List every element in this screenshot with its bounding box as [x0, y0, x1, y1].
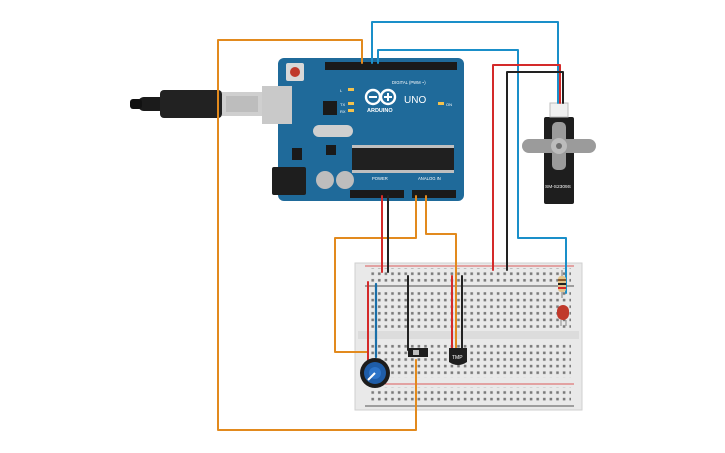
analog-label: ANALOG IN: [418, 176, 441, 181]
capacitor-icon: [336, 171, 354, 189]
servo-label: SM-S2309S: [545, 184, 571, 190]
tmp-sensor: TMP: [449, 348, 467, 365]
arduino-logo-icon: [364, 88, 397, 106]
slide-switch[interactable]: [408, 348, 428, 357]
servo-motor[interactable]: SM-S2309S: [522, 102, 596, 204]
power-label: POWER: [372, 176, 388, 181]
wire-orange-pot: [217, 39, 417, 431]
wires: [217, 21, 567, 431]
wire-blue-resistor: [377, 49, 567, 294]
sensor-label: TMP: [452, 355, 463, 361]
wire-blue-servo: [371, 21, 559, 104]
power-header: [350, 190, 404, 198]
usb-port: [262, 86, 292, 124]
arduino-uno-board[interactable]: ARDUINO UNO DIGITAL (PWM ~) POWER ANALOG…: [262, 58, 464, 201]
servo-connector: [549, 102, 569, 118]
on-led-label: ON: [446, 102, 452, 107]
rx-label: RX: [340, 109, 346, 114]
potentiometer[interactable]: [360, 358, 390, 388]
power-jack: [272, 167, 306, 195]
wire-orange-left: [334, 195, 417, 353]
digital-header: [325, 62, 457, 70]
wire-red-servo: [492, 64, 561, 271]
wire-orange-analog: [425, 195, 457, 359]
analog-header: [412, 190, 456, 198]
crystal: [313, 125, 353, 137]
arduino-brand: ARDUINO: [367, 108, 393, 114]
tx-label: TX: [340, 102, 345, 107]
digital-label: DIGITAL (PWM ~): [392, 80, 426, 85]
resistor: [558, 270, 566, 298]
microcontroller-chip: [352, 148, 454, 170]
l-led-label: L: [340, 88, 343, 93]
capacitor-icon: [316, 171, 334, 189]
usb-cable: [130, 90, 262, 118]
arduino-model: UNO: [404, 95, 426, 106]
wire-black-servo: [506, 71, 564, 271]
led-red: [557, 305, 569, 326]
breadboard: [354, 262, 583, 411]
